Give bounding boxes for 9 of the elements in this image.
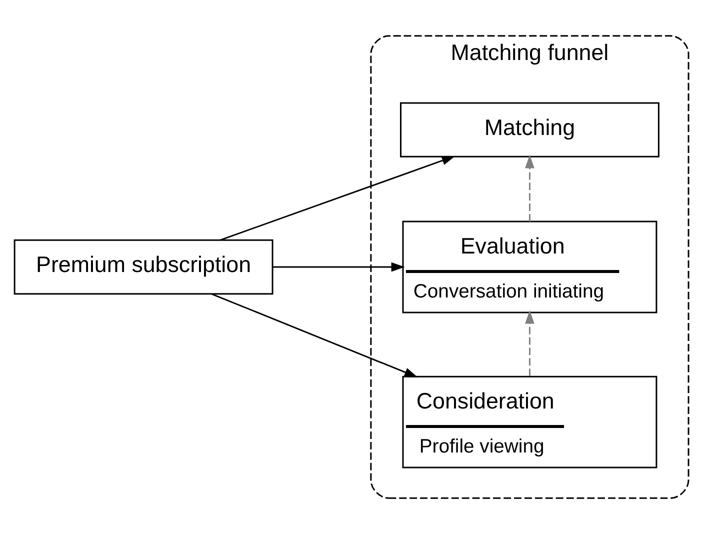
node-box: Premium subscription: [14, 239, 274, 295]
node-box: Evaluation Conversation initiating: [402, 220, 658, 314]
arrow: [212, 293, 418, 378]
arrow: [272, 262, 405, 272]
arrow: [525, 310, 534, 376]
arrow: [220, 156, 456, 241]
arrow: [525, 154, 534, 222]
node-box: Consideration Profile viewing: [402, 376, 658, 468]
node-box: Matching: [400, 102, 660, 158]
